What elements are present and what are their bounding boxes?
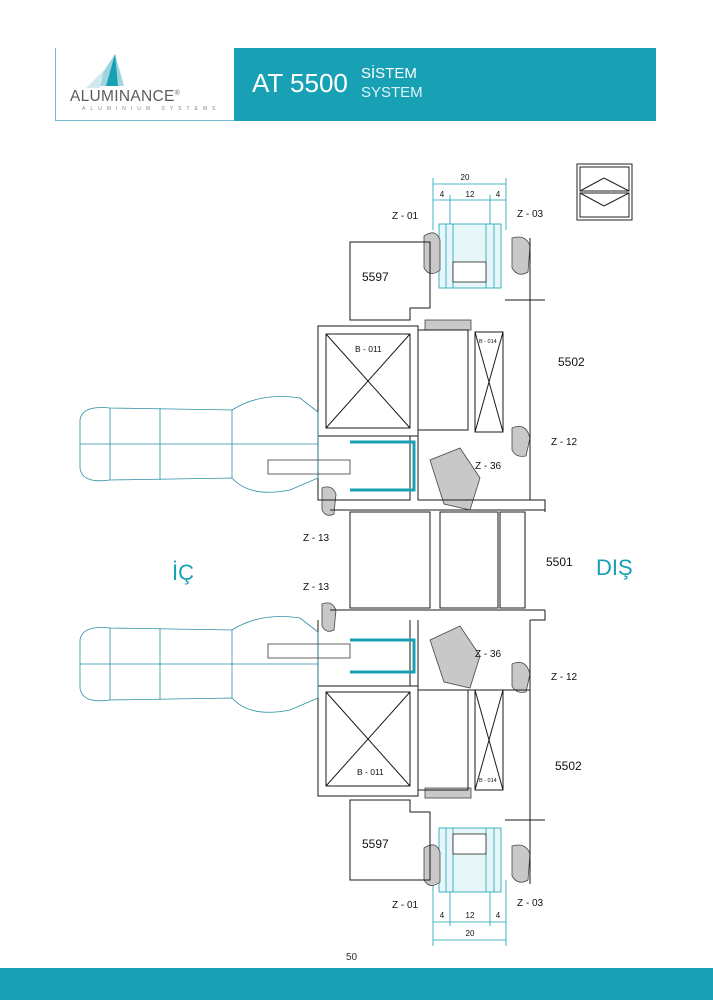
dim-bottom-total: 20 [466,929,475,938]
brand-subtitle: ALUMINIUM SYSTEMS [82,106,221,112]
frame-profiles [317,238,546,884]
label-z36-bottom: Z - 36 [475,649,502,660]
dim-top-total: 20 [461,173,470,182]
dim-bottom-left: 4 [440,911,445,920]
brand-text: ALUMINANCE [70,88,175,105]
dim-bottom-mid: 12 [466,911,475,920]
label-b011-top: B - 011 [355,344,382,354]
label-b014-top: B - 014 [479,339,497,345]
handle-top [79,396,416,493]
dim-top-right: 4 [496,190,501,199]
handle-bottom [79,616,416,713]
dim-bottom-right: 4 [496,911,501,920]
label-5597-bottom: 5597 [362,837,389,851]
label-z12-bottom: Z - 12 [551,672,578,683]
brand-name: ALUMINANCE® [70,88,180,106]
label-z01-bottom: Z - 01 [392,900,419,911]
glass-bottom [438,827,502,893]
label-5597-top: 5597 [362,270,389,284]
system-title: AT 5500 [252,68,348,98]
dim-top-mid: 12 [466,190,475,199]
label-z13-lower: Z - 13 [303,582,330,593]
system-label-en: SYSTEM [361,84,423,101]
page-header: ALUMINANCE® ALUMINIUM SYSTEMS AT 5500 Sİ… [55,48,656,121]
page-number: 50 [346,952,358,963]
label-z01-top: Z - 01 [392,211,419,222]
logo: ALUMINANCE® ALUMINIUM SYSTEMS [55,48,234,121]
label-z03-top: Z - 03 [517,209,544,220]
label-5502-bottom: 5502 [555,759,582,773]
glass-top [438,223,502,289]
registered-mark: ® [174,89,181,97]
label-z36-top: Z - 36 [475,461,502,472]
window-thumbnail-icon [576,163,633,221]
label-inside: İÇ [172,560,194,585]
title-banner: AT 5500 SİSTEM SYSTEM [234,48,656,121]
label-5502-top: 5502 [558,355,585,369]
gaskets [321,232,531,886]
label-b014-bottom: B - 014 [479,778,497,784]
system-label-tr: SİSTEM [361,65,417,82]
footer-bar [0,968,713,1000]
label-z12-top: Z - 12 [551,437,578,448]
dim-top-left: 4 [440,190,445,199]
dimension-top [432,178,507,230]
logo-triangle-icon [86,54,124,88]
label-outside: DIŞ [596,555,633,580]
label-z13-upper: Z - 13 [303,533,330,544]
label-z03-bottom: Z - 03 [517,898,544,909]
label-b011-bottom: B - 011 [357,767,384,777]
label-5501: 5501 [546,555,573,569]
